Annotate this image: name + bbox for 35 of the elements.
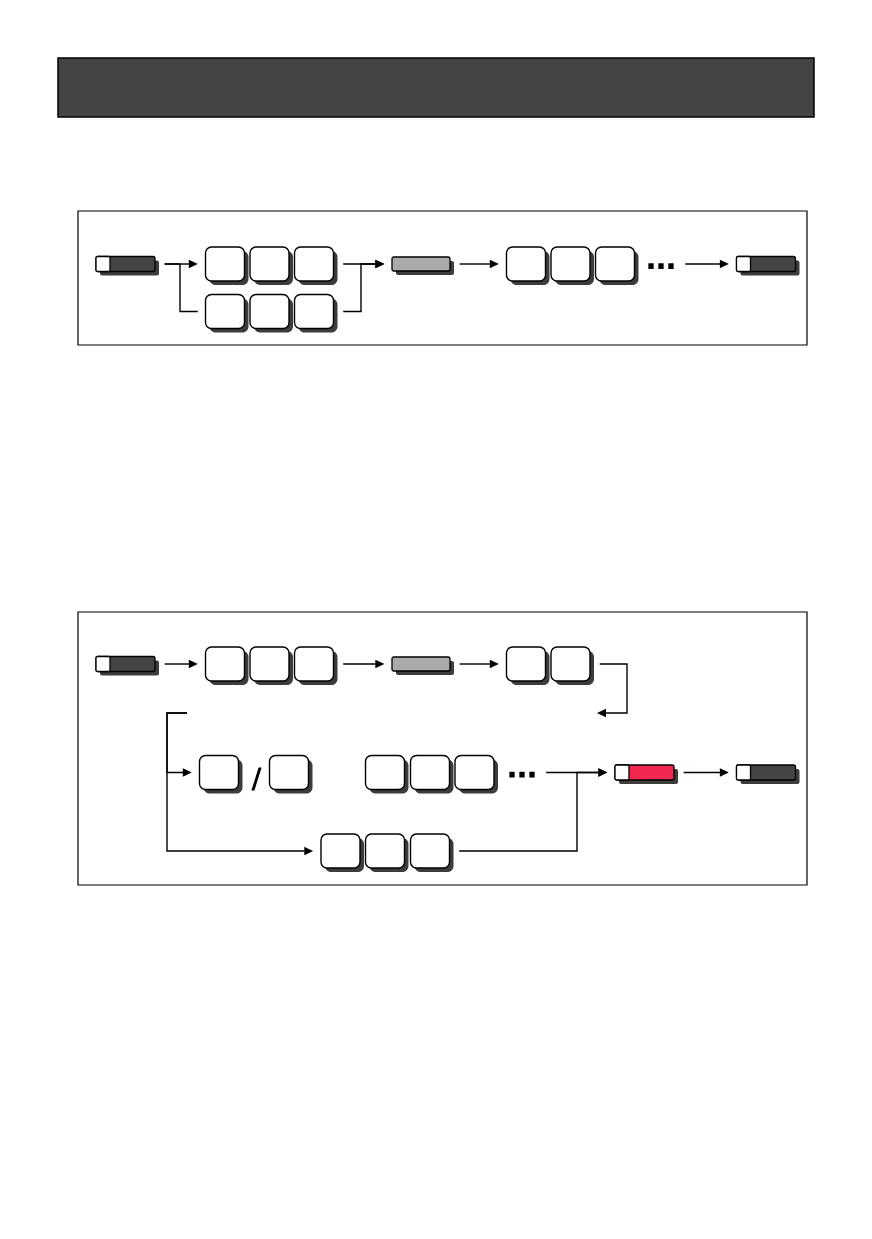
switch-bar [95,255,159,276]
indicator-bar [391,256,454,275]
panel [77,210,808,346]
key [505,246,550,285]
switch-bar [735,764,800,784]
slash: / [251,767,262,791]
key [594,246,639,285]
ellipsis: … [648,263,674,269]
ellipsis: … [509,771,535,778]
key [550,246,594,285]
key [268,754,313,794]
key [249,646,293,685]
switch-bar [614,764,678,784]
indicator-bar [391,656,454,675]
key [364,754,409,794]
key [249,293,293,333]
key [454,754,498,794]
switch-bar [95,655,159,676]
switch-bar [735,255,800,276]
key [204,246,249,285]
key [550,646,594,685]
key [364,833,409,872]
key [293,293,338,333]
key [293,646,338,685]
key [505,646,550,685]
key [204,646,249,685]
panel [77,611,808,886]
key [249,246,293,285]
key [198,754,243,794]
key [204,293,249,333]
key [293,246,338,285]
key [409,833,454,872]
key [409,754,454,794]
key [320,833,364,872]
connector-line [163,263,199,313]
